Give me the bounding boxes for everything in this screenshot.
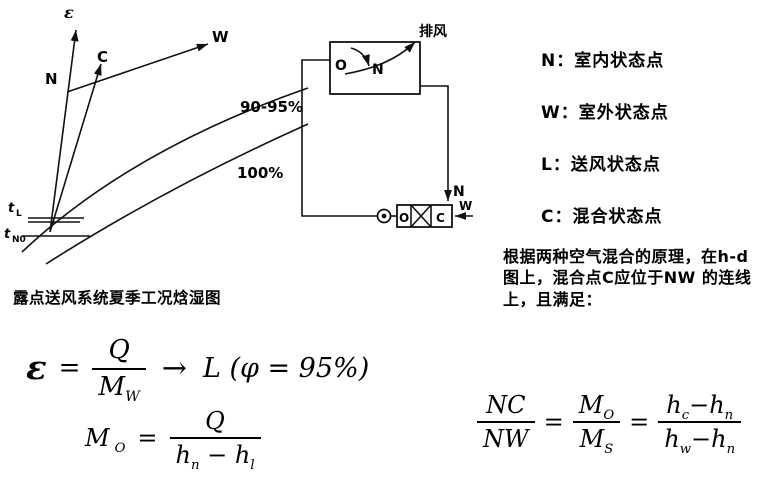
t-n-subscript: N0 <box>12 235 26 245</box>
epsilon-formula: ε = Q MW → L (φ = 95%) <box>26 335 370 405</box>
rh-90-95-label: 90-95% <box>240 98 303 116</box>
mix-c-label: C <box>436 211 445 225</box>
numerator-q: Q <box>108 335 130 365</box>
denominator-mw: MW <box>92 371 145 405</box>
equals-sign-2: = <box>137 424 158 453</box>
w-subscript: W <box>125 388 140 405</box>
m-symbol: M <box>578 391 604 419</box>
state-point-legend: N：室内状态点 W：室外状态点 L：送风状态点 C：混合状态点 <box>541 46 669 227</box>
equals-sign-4: = <box>629 408 650 437</box>
numerator-hc-hn: hc−hn <box>660 391 739 422</box>
equals-sign-1: = <box>58 353 81 384</box>
fraction-bar <box>477 421 535 424</box>
epsilon-axis-line <box>49 29 79 233</box>
h-symbol: h <box>175 441 191 470</box>
numerator-q: Q <box>205 407 225 435</box>
m-symbol: M <box>579 425 605 454</box>
enthalpy-ratio-fraction: hc−hn hw−hn <box>658 391 742 456</box>
denominator-hw-hn: hw−hn <box>658 425 741 456</box>
arrow-symbol: → <box>161 351 187 387</box>
fraction-bar <box>92 367 146 370</box>
h-symbol: h <box>666 391 682 419</box>
saturation-curve-100 <box>45 123 309 265</box>
l-subscript: l <box>250 458 255 474</box>
q-over-mw-fraction: Q MW <box>92 335 146 405</box>
hd-chart-sketch: ε N C W 90-95% 100% t L t N0 <box>4 3 309 265</box>
legend-item-w: W：室外状态点 <box>541 103 669 123</box>
exhaust-label: 排风 <box>419 23 447 40</box>
room-o-label: O <box>335 58 347 74</box>
point-c-label: C <box>97 48 108 66</box>
legend-item-n: N：室内状态点 <box>541 51 665 71</box>
denominator-nw: NW <box>483 425 529 454</box>
fraction-bar <box>572 421 621 424</box>
mixing-ratio-formula: NC NW = MO MS = hc−hn hw−hn <box>477 391 742 456</box>
t-l-label: t <box>8 201 15 216</box>
t-l-subscript: L <box>16 209 22 219</box>
fan-dot <box>381 213 387 219</box>
minus-sign: − <box>689 391 710 419</box>
h-symbol: h <box>711 425 727 454</box>
w-subscript: w <box>679 442 692 458</box>
m-symbol: M <box>85 424 110 453</box>
mix-o-label: O <box>399 211 409 225</box>
outdoor-w-label: W <box>459 199 472 213</box>
equals-sign-3: = <box>543 408 564 437</box>
m-symbol: M <box>98 371 126 402</box>
duct-n-label: N <box>453 184 465 200</box>
mo-over-ms-fraction: MO MS <box>572 391 621 456</box>
legend-item-c: C：混合状态点 <box>541 207 663 227</box>
q-over-enthalpy-fraction: Q hn − hl <box>169 407 261 472</box>
numerator-nc: NC <box>486 391 526 419</box>
room-n-label: N <box>372 62 384 78</box>
mixing-principle-note: 根据两种空气混合的原理，在h-d图上，混合点C应位于NW 的连线上，且满足： <box>503 247 752 309</box>
denominator-hn-hl: hn − hl <box>170 441 261 472</box>
n-subscript: n <box>724 407 734 423</box>
return-duct <box>301 59 377 217</box>
n-subscript: n <box>726 442 736 458</box>
point-n-label: N <box>45 70 58 88</box>
rh-100-label: 100% <box>237 164 283 182</box>
minus-sign: − <box>691 425 712 454</box>
legend-item-l: L：送风状态点 <box>541 155 661 175</box>
ray-to-point-c <box>49 63 102 233</box>
fraction-bar <box>169 437 261 440</box>
h-symbol: h <box>709 391 725 419</box>
t-n-label: t <box>4 227 11 242</box>
exhaust-arrow <box>344 41 416 75</box>
epsilon-label: ε <box>64 3 74 22</box>
supply-to-n-arrow <box>350 47 370 67</box>
return-air-duct-right <box>420 85 452 201</box>
n-subscript: n <box>190 458 200 474</box>
nc-over-nw-fraction: NC NW <box>477 392 535 453</box>
numerator-mo: MO <box>573 391 620 422</box>
s-subscript: S <box>604 442 614 458</box>
fraction-bar <box>658 421 742 424</box>
o-subscript: O <box>114 440 126 456</box>
point-w-label: W <box>212 28 229 46</box>
o-subscript: O <box>603 407 615 423</box>
diagram-caption: 露点送风系统夏季工况焓湿图 <box>13 289 222 307</box>
line-n-to-w <box>66 43 209 93</box>
h-symbol: h <box>234 441 251 470</box>
damper-x-stroke-2 <box>410 204 432 228</box>
supply-point-result: L (φ = 95%) <box>202 352 370 384</box>
room-box <box>329 41 421 95</box>
epsilon-symbol: ε <box>26 347 47 388</box>
h-symbol: h <box>664 425 680 454</box>
denominator-ms: MS <box>574 425 620 456</box>
c-subscript: c <box>681 407 690 423</box>
mixing-box <box>396 204 453 228</box>
minus-sign: − <box>207 441 228 470</box>
system-schematic: O N 排风 O C N W <box>301 23 473 228</box>
